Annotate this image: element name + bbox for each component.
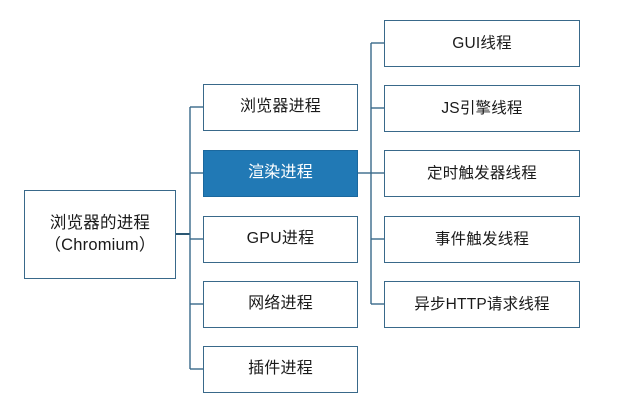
node-label: 异步HTTP请求线程 xyxy=(414,295,550,313)
node-label: JS引擎线程 xyxy=(441,99,523,117)
node-thread-js-engine[interactable]: JS引擎线程 xyxy=(384,85,580,132)
node-process-render[interactable]: 渲染进程 xyxy=(203,150,358,197)
node-process-browser[interactable]: 浏览器进程 xyxy=(203,84,358,131)
node-process-gpu[interactable]: GPU进程 xyxy=(203,216,358,263)
node-thread-async-http[interactable]: 异步HTTP请求线程 xyxy=(384,281,580,328)
node-label: 渲染进程 xyxy=(248,164,313,182)
root-label-line1: 浏览器的进程 xyxy=(49,214,151,233)
node-thread-gui[interactable]: GUI线程 xyxy=(384,20,580,67)
node-process-network[interactable]: 网络进程 xyxy=(203,281,358,328)
node-label: 事件触发线程 xyxy=(434,230,530,248)
node-label: GPU进程 xyxy=(246,230,315,248)
node-label: 网络进程 xyxy=(248,295,313,313)
node-label: 插件进程 xyxy=(248,360,313,378)
node-thread-timer[interactable]: 定时触发器线程 xyxy=(384,150,580,197)
node-label: GUI线程 xyxy=(452,34,512,52)
node-label: 定时触发器线程 xyxy=(427,164,537,182)
node-root-browser-process[interactable]: 浏览器的进程 （Chromium） xyxy=(24,190,176,279)
node-label: 浏览器进程 xyxy=(239,98,321,116)
node-thread-event-trigger[interactable]: 事件触发线程 xyxy=(384,216,580,263)
node-process-plugin[interactable]: 插件进程 xyxy=(203,346,358,393)
root-label-line2: （Chromium） xyxy=(44,235,156,254)
